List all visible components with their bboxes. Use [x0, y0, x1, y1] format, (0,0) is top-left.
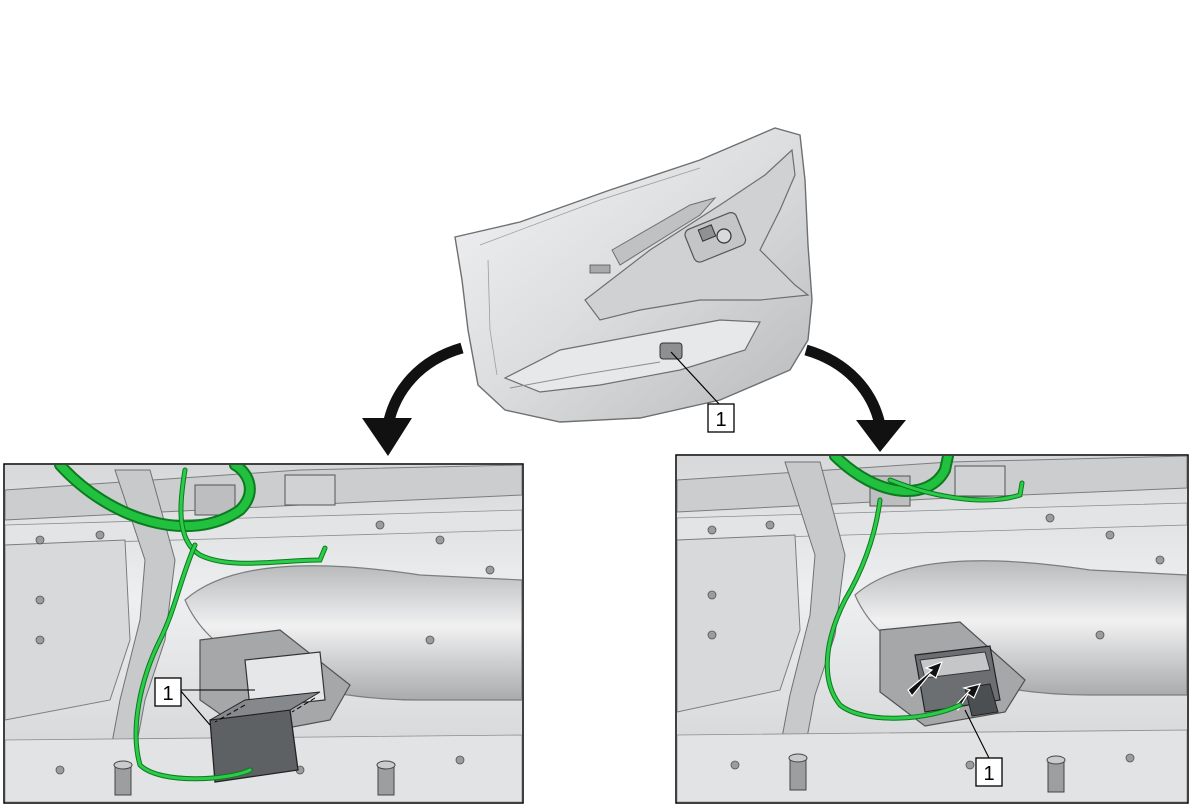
callout-top: 1: [707, 403, 735, 433]
svg-text:1: 1: [162, 683, 173, 705]
svg-text:1: 1: [983, 763, 994, 785]
curved-arrow-down-left-icon: [362, 342, 464, 456]
wire-harness-right: [824, 456, 1025, 721]
detail-view-right: [675, 454, 1189, 804]
callout-right: 1: [975, 757, 1003, 787]
callout-left: 1: [154, 677, 182, 707]
lower-switch: [659, 342, 683, 360]
svg-text:1: 1: [715, 409, 726, 431]
door-trim-panel: [454, 127, 813, 423]
callout-leader-top: [670, 351, 721, 406]
detail-view-left: [3, 463, 524, 804]
curved-arrow-down-right-icon: [804, 344, 906, 452]
wire-harness-left: [54, 465, 328, 782]
window-switch-connector-left: [209, 651, 326, 783]
